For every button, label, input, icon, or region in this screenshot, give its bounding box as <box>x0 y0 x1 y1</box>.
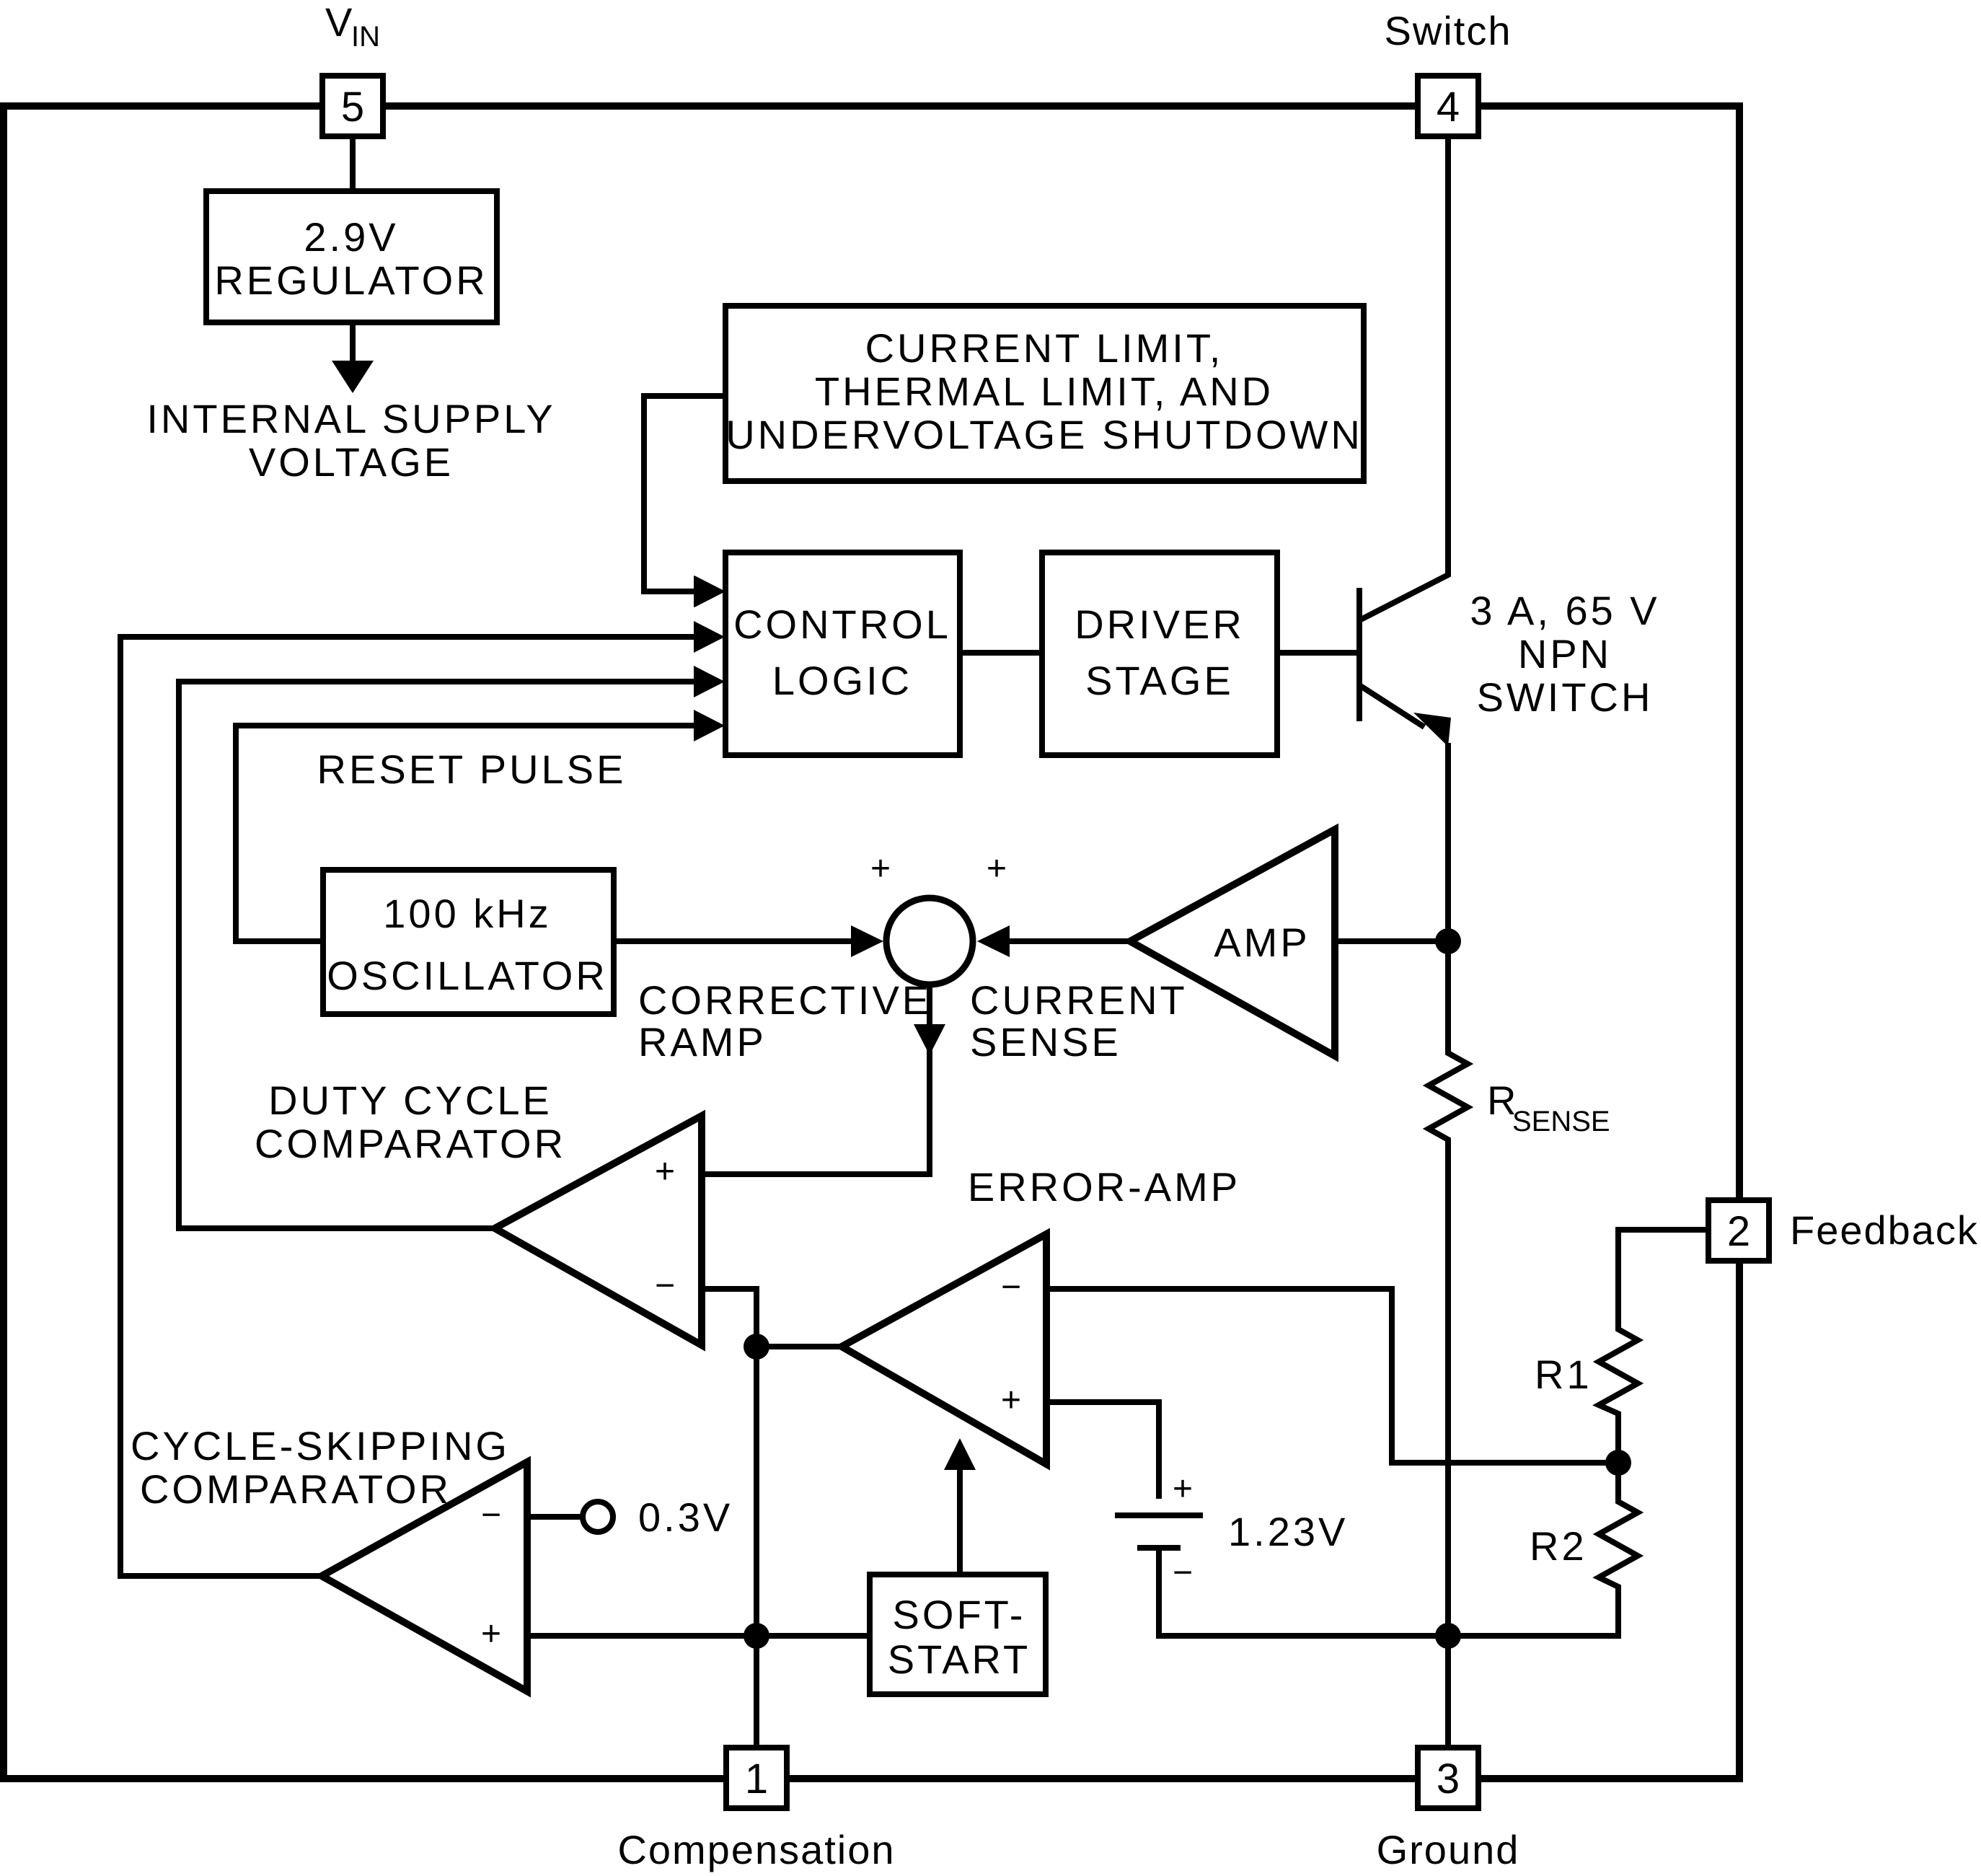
error-minus: − <box>1001 1268 1021 1306</box>
cycle-skipping-line2: COMPARATOR <box>140 1466 451 1512</box>
rsense-label-sub: SENSE <box>1512 1106 1610 1137</box>
error-amp-label: ERROR-AMP <box>968 1164 1240 1210</box>
duty-cycle-line1: DUTY CYCLE <box>268 1078 552 1123</box>
corrective-ramp-line2: RAMP <box>638 1019 767 1065</box>
rsense-resistor <box>1422 1046 1474 1150</box>
skip-plus: + <box>481 1615 501 1653</box>
package-outline <box>0 102 1743 1782</box>
reset-pulse-label: RESET PULSE <box>317 747 627 792</box>
limits-line2: THERMAL LIMIT, AND <box>815 369 1274 414</box>
driver-stage-line1: DRIVER <box>1075 602 1245 647</box>
amp-label: AMP <box>1214 920 1310 965</box>
wires <box>118 137 1708 1745</box>
r1-resistor <box>1592 1322 1644 1419</box>
driver-stage-box <box>1039 550 1280 758</box>
limits-box <box>723 303 1367 484</box>
internal-supply-line2: VOLTAGE <box>249 439 454 485</box>
threshold-label: 0.3V <box>638 1494 733 1540</box>
cycle-skipping-comparator <box>314 1456 531 1698</box>
pin-3-box <box>1415 1745 1481 1811</box>
battery-plus: + <box>1173 1470 1193 1508</box>
oscillator-line1: 100 kHz <box>383 891 551 936</box>
duty-minus: − <box>655 1267 675 1305</box>
pin-1-box <box>723 1745 790 1811</box>
soft-start-box <box>867 1572 1049 1697</box>
threshold-terminal <box>580 1499 616 1535</box>
switch-line1: 3 A, 65 V <box>1470 588 1659 633</box>
pin-3-name: Ground <box>1377 1827 1520 1872</box>
regulator-line1: 2.9V <box>304 214 398 260</box>
driver-stage-line2: STAGE <box>1085 658 1234 703</box>
control-logic-box <box>723 550 963 758</box>
control-logic-line1: CONTROL <box>733 602 951 647</box>
pin-1-number: 1 <box>745 1756 768 1802</box>
pin-2-number: 2 <box>1727 1208 1750 1255</box>
limits-line1: CURRENT LIMIT, <box>865 325 1224 371</box>
pin-4-name: Switch <box>1385 8 1512 53</box>
pin-2-box <box>1706 1197 1772 1264</box>
cycle-skipping-line1: CYCLE-SKIPPING <box>131 1423 510 1468</box>
oscillator-line2: OSCILLATOR <box>327 953 608 998</box>
duty-cycle-line2: COMPARATOR <box>255 1121 566 1166</box>
current-sense-amp <box>1122 823 1338 1062</box>
pin-5-name: V <box>325 0 353 45</box>
switch-line3: SWITCH <box>1477 674 1654 720</box>
duty-cycle-comparator <box>487 1109 705 1352</box>
limits-line3: UNDERVOLTAGE SHUTDOWN <box>725 412 1363 457</box>
r2-resistor <box>1592 1494 1644 1597</box>
soft-start-line1: SOFT- <box>893 1592 1026 1637</box>
oscillator-box <box>320 867 617 1017</box>
pin-5-box <box>319 73 386 139</box>
summing-junction <box>883 894 976 988</box>
regulator-line2: REGULATOR <box>214 257 487 303</box>
pin-4-box <box>1415 73 1481 139</box>
summer-plus-left: + <box>870 850 891 888</box>
soft-start-line2: START <box>888 1637 1031 1682</box>
reference-battery <box>1115 1512 1203 1551</box>
duty-plus: + <box>655 1153 675 1191</box>
corrective-ramp-line1: CORRECTIVE <box>638 977 932 1023</box>
switch-line2: NPN <box>1518 631 1612 677</box>
regulator-box <box>203 188 500 325</box>
internal-supply-line1: INTERNAL SUPPLY <box>146 396 555 441</box>
pin-2-name: Feedback <box>1790 1207 1979 1253</box>
pin-3-number: 3 <box>1437 1756 1460 1802</box>
junction-dots <box>744 928 1631 1649</box>
control-logic-line2: LOGIC <box>772 658 912 703</box>
skip-minus: − <box>481 1496 501 1534</box>
rsense-label-main: R <box>1487 1078 1519 1123</box>
pin-5-number: 5 <box>341 84 364 131</box>
r1-label: R1 <box>1535 1352 1592 1397</box>
current-sense-line2: SENSE <box>970 1019 1121 1065</box>
error-plus: + <box>1001 1381 1021 1419</box>
pin-4-number: 4 <box>1437 84 1460 131</box>
current-sense-line1: CURRENT <box>970 977 1188 1023</box>
pin-5-name-sub: IN <box>351 21 380 53</box>
r2-label: R2 <box>1530 1523 1587 1569</box>
reference-label: 1.23V <box>1228 1509 1348 1554</box>
error-amplifier <box>834 1228 1050 1471</box>
summer-plus-right: + <box>987 850 1007 888</box>
battery-minus: − <box>1173 1554 1193 1592</box>
limit-arrow <box>694 576 725 607</box>
pin-1-name: Compensation <box>617 1827 895 1872</box>
